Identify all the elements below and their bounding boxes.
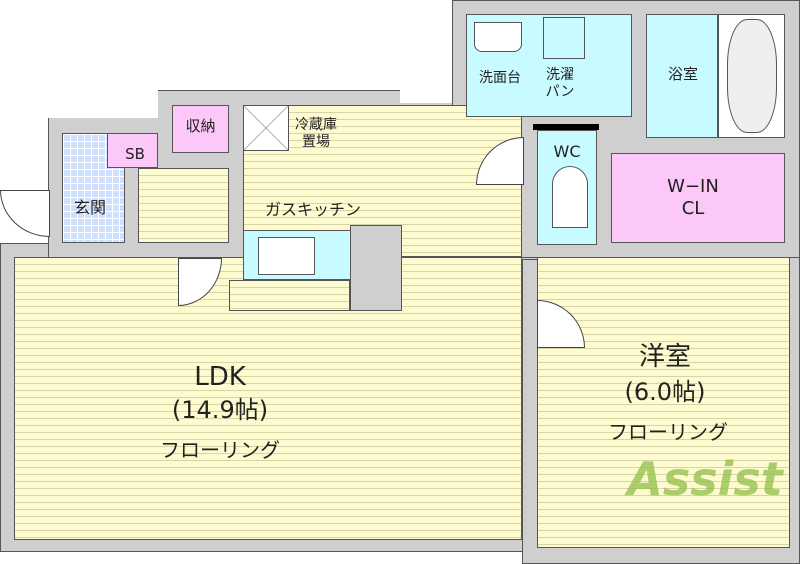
- walkin-label: W−IN CL: [667, 176, 719, 219]
- notch: [48, 90, 158, 118]
- ldk-floor: フローリング: [160, 438, 280, 462]
- notch2: [400, 90, 452, 103]
- washbasin-icon: [474, 22, 522, 52]
- walk-in-closet: [611, 153, 785, 243]
- bath-label: 浴室: [667, 65, 698, 83]
- laundry-label: 洗濯 パン: [545, 67, 575, 100]
- lower-counter: [229, 280, 350, 311]
- genkan-label: 玄関: [73, 198, 106, 217]
- western-floor: フローリング: [608, 420, 728, 444]
- storage-label: 収納: [185, 117, 216, 135]
- fridge-space: [243, 105, 289, 151]
- sb-label: SB: [125, 145, 145, 163]
- wc-label: WC: [553, 142, 581, 161]
- washbasin-label: 洗面台: [479, 70, 521, 86]
- ldk-name: LDK: [194, 362, 246, 392]
- kitchen-label: ガスキッチン: [264, 200, 361, 219]
- room-western: [537, 257, 790, 548]
- storage: [172, 105, 229, 153]
- western-name: 洋室: [638, 342, 691, 372]
- bathtub-icon: [718, 14, 785, 138]
- laundry-pan-icon: [543, 17, 585, 59]
- toilet-icon: [552, 166, 588, 228]
- watermark-logo: Assist: [627, 452, 783, 506]
- shoe-box: [107, 133, 158, 168]
- entrance-door[interactable]: [0, 190, 50, 237]
- fridge-label: 冷蔵庫 置場: [295, 117, 337, 150]
- kitchen-wall-block: [350, 225, 402, 311]
- wc-partition: [533, 124, 599, 130]
- ldk-size: (14.9帖): [171, 396, 269, 424]
- bathroom: [646, 14, 718, 138]
- hallway: [138, 168, 229, 243]
- western-size: (6.0帖): [624, 378, 706, 406]
